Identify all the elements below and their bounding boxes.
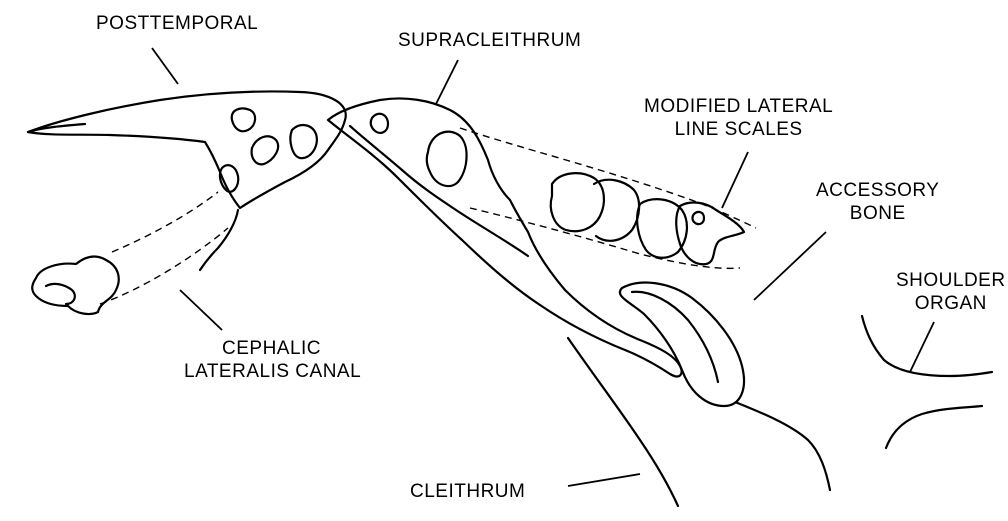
lateral-line-scale-pore [693,212,705,224]
posttemporal-lower-lobe [200,210,238,270]
label-accessory-bone: ACCESSORY BONE [816,179,939,225]
lateral-line-dashed-lower [470,208,740,268]
label-modified-lateral-line-scales: MODIFIED LATERAL LINE SCALES [644,95,833,141]
cephalic-canal-dashed-lower [100,228,228,304]
lateral-line-dashed-upper [460,128,756,228]
accessory-bone [620,283,744,406]
lateral-line-scale-2 [594,180,639,241]
leader-posttemporal [152,48,178,84]
cleithrum-right-edge [735,402,830,490]
leader-cephalic-canal [180,290,222,330]
posttemporal-foramen-3 [290,125,316,158]
label-cleithrum: CLEITHRUM [410,480,525,503]
leader-supracleithrum [436,60,458,104]
label-shoulder-organ: SHOULDER ORGAN [896,269,1006,315]
shoulder-organ-lower [886,406,982,448]
cleithrum-bone [568,338,678,506]
posttemporal-foramen-2 [252,136,278,164]
label-posttemporal: POSTTEMPORAL [96,12,258,35]
supracleithrum-foramen [427,132,467,186]
leader-accessory-bone [754,232,826,300]
label-supracleithrum: SUPRACLEITHRUM [398,29,581,52]
cephalic-canal-inner [46,284,75,304]
supracleithrum-bone [328,98,682,376]
label-cephalic-lateralis-canal: CEPHALIC LATERALIS CANAL [184,337,361,383]
leader-cleithrum [568,474,640,486]
leader-lateral-line-scales [722,152,748,208]
posttemporal-bone [28,91,346,208]
posttemporal-foramen-1 [232,108,255,131]
cephalic-canal-dashed-upper [112,192,218,252]
leader-shoulder-organ [910,322,934,372]
supracleithrum-notch [371,114,388,133]
shoulder-organ-upper [862,316,992,376]
